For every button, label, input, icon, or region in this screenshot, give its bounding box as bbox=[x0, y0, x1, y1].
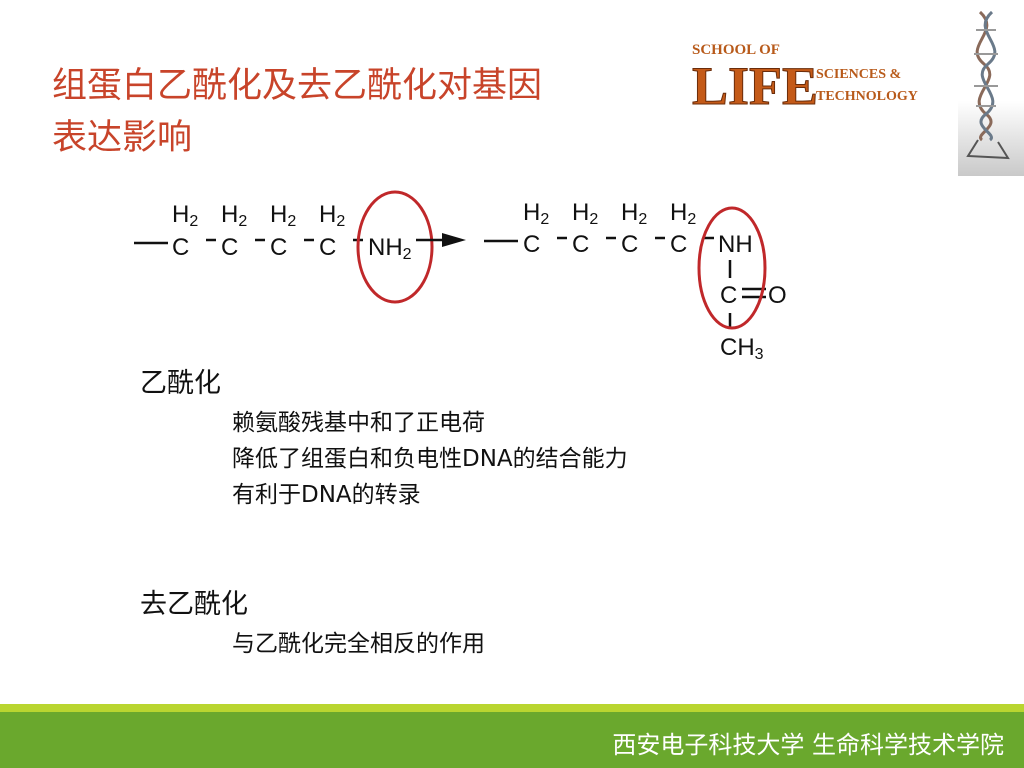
footer-bar bbox=[0, 712, 1024, 768]
carbonyl-carbon: C bbox=[720, 282, 737, 309]
footer-text: 西安电子科技大学 生命科学技术学院 bbox=[612, 731, 1004, 759]
carbon-atom: C bbox=[572, 231, 589, 258]
carbon-atom: C bbox=[172, 234, 189, 261]
carbon-atom: C bbox=[319, 234, 336, 261]
highlight-circle bbox=[697, 206, 767, 330]
h2-label: H2 bbox=[621, 199, 647, 228]
school-logo: SCHOOL OF LIFE SCIENCES & TECHNOLOGY bbox=[692, 42, 918, 110]
highlight-circle bbox=[356, 190, 434, 304]
amine-group: NH2 bbox=[368, 234, 412, 263]
footer-accent-bar bbox=[0, 704, 1024, 712]
carbon-atom: C bbox=[221, 234, 238, 261]
list-item: 赖氨酸残基中和了正电荷 bbox=[232, 410, 485, 436]
h2-label: H2 bbox=[172, 201, 198, 230]
list-item: 有利于DNA的转录 bbox=[232, 482, 421, 508]
carbon-atom: C bbox=[523, 231, 540, 258]
acetyl-lysine-chain: H2 H2 H2 H2 C C C C NH C O CH3 bbox=[484, 199, 787, 363]
title-line-2: 表达影响 bbox=[52, 118, 193, 158]
h2-label: H2 bbox=[319, 201, 345, 230]
carbon-atom: C bbox=[621, 231, 638, 258]
carbon-atom: C bbox=[270, 234, 287, 261]
dna-helix-icon bbox=[958, 10, 1024, 176]
reaction-arrow bbox=[416, 233, 466, 247]
logo-sciences: SCIENCES & bbox=[816, 67, 901, 82]
section-heading-deacetylation: 去乙酰化 bbox=[140, 589, 248, 620]
h2-label: H2 bbox=[572, 199, 598, 228]
list-item: 与乙酰化完全相反的作用 bbox=[232, 631, 485, 657]
title-line-1: 组蛋白乙酰化及去乙酰化对基因 bbox=[52, 66, 543, 106]
logo-technology: TECHNOLOGY bbox=[816, 89, 918, 104]
methyl-group: CH3 bbox=[720, 334, 764, 363]
lysine-chain: H2 H2 H2 H2 C C C C NH2 bbox=[134, 190, 434, 304]
h2-label: H2 bbox=[523, 199, 549, 228]
logo-school-of: SCHOOL OF bbox=[692, 42, 780, 58]
h2-label: H2 bbox=[221, 201, 247, 230]
carbonyl-oxygen: O bbox=[768, 282, 787, 309]
list-item: 降低了组蛋白和负电性DNA的结合能力 bbox=[232, 446, 628, 472]
logo-life: LIFE bbox=[692, 56, 818, 110]
h2-label: H2 bbox=[670, 199, 696, 228]
slide-title: 组蛋白乙酰化及去乙酰化对基因 表达影响 bbox=[52, 60, 692, 164]
section-heading-acetylation: 乙酰化 bbox=[140, 368, 221, 399]
acetylation-reaction-diagram: H2 H2 H2 H2 C C C C NH2 H2 H2 H2 H2 C C … bbox=[134, 190, 787, 363]
h2-label: H2 bbox=[270, 201, 296, 230]
nh-group: NH bbox=[718, 231, 753, 258]
carbon-atom: C bbox=[670, 231, 687, 258]
